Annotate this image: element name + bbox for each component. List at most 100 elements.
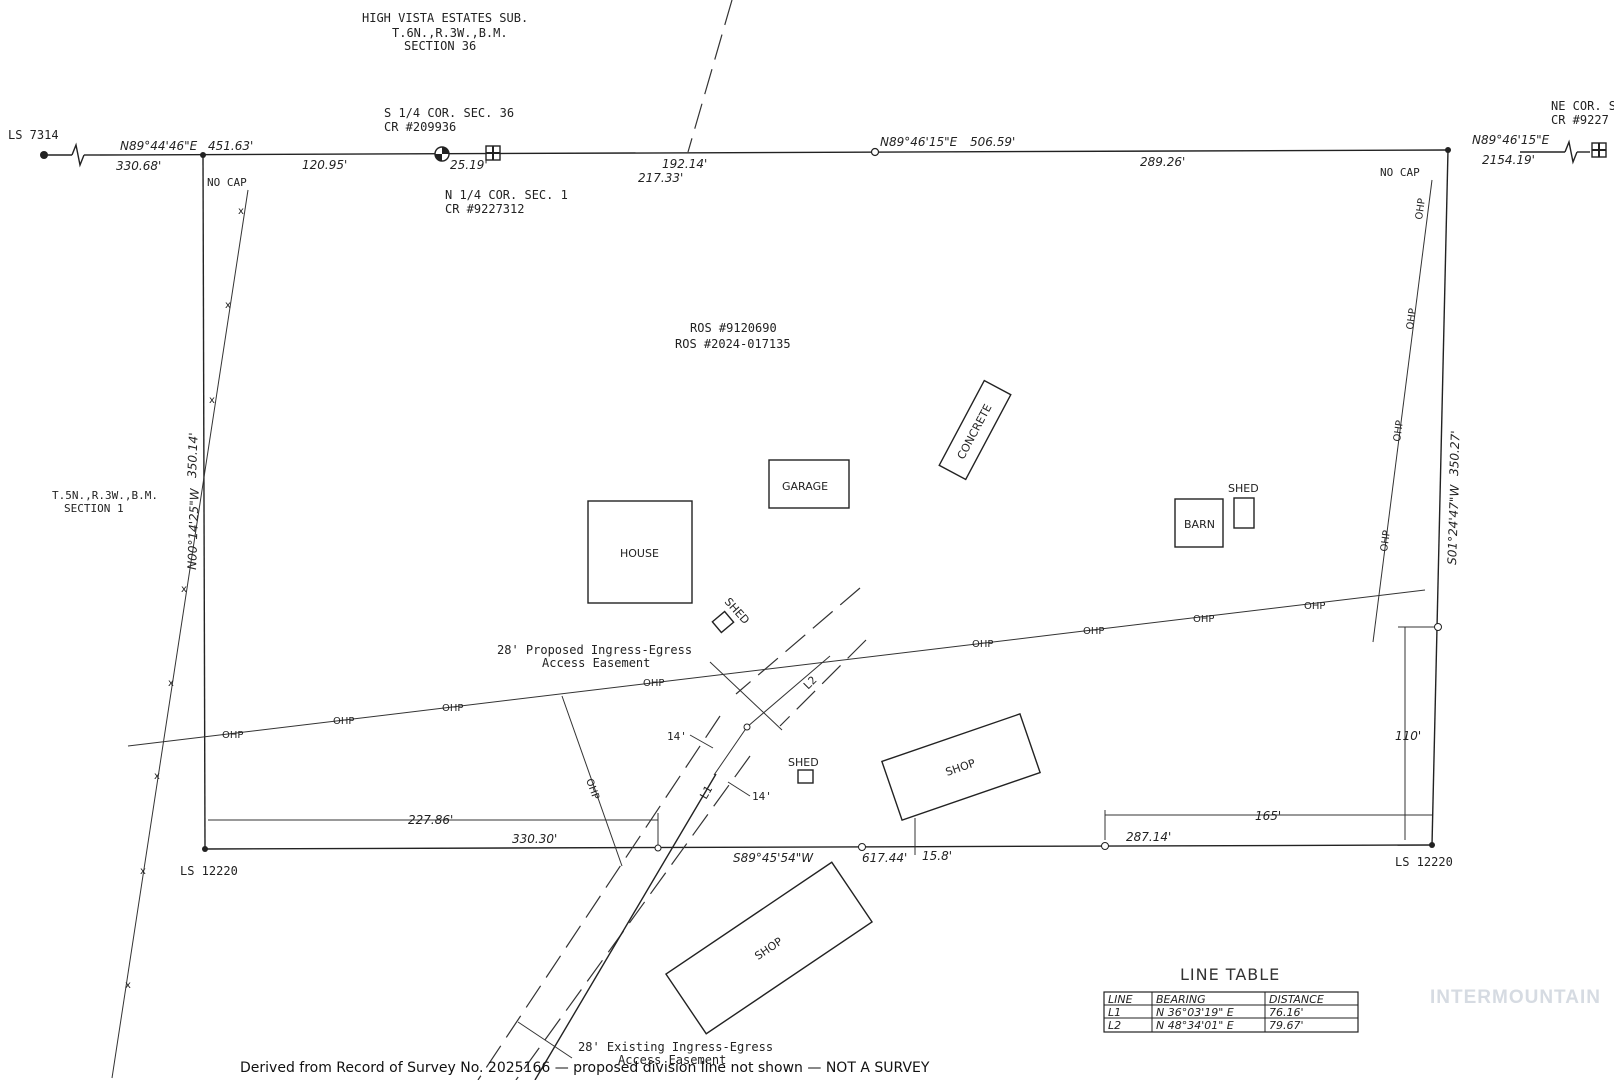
fence-markers: x x x x x x x x bbox=[125, 206, 244, 991]
l1-line bbox=[713, 726, 748, 776]
proposed-easement-label-1: 28' Proposed Ingress-Egress bbox=[497, 643, 692, 657]
no-cap-left: NO CAP bbox=[207, 176, 247, 189]
dim-top-bearing-mid: N89°46'15"E bbox=[880, 135, 958, 149]
dim-110-label: 110' bbox=[1395, 729, 1421, 743]
dim-top-seg3b: 217.33' bbox=[638, 171, 683, 185]
shop-bottom: SHOP bbox=[664, 861, 874, 1035]
break-symbol-left bbox=[71, 142, 85, 168]
lt-row1-line: L1 bbox=[1108, 1006, 1121, 1019]
dim-330-label: 330.30' bbox=[512, 832, 557, 846]
left-section-number: SECTION 1 bbox=[64, 502, 124, 515]
n-quarter-corner-cr: CR #9227312 bbox=[445, 202, 524, 216]
subdivision-section: SECTION 36 bbox=[404, 39, 476, 53]
dim-top-len-mid: 506.59' bbox=[970, 135, 1015, 149]
dim-617-label: 617.44' bbox=[862, 851, 907, 865]
svg-text:x: x bbox=[154, 771, 160, 782]
dim-right-bearing: S01°24'47"W bbox=[1445, 483, 1462, 565]
dim-top-offsite-right: 2154.19' bbox=[1482, 153, 1535, 167]
subdivision-name: HIGH VISTA ESTATES SUB. bbox=[362, 11, 528, 25]
svg-text:OHP: OHP bbox=[1083, 626, 1104, 637]
barn-footprint bbox=[1174, 498, 1224, 548]
shed-mid bbox=[711, 610, 735, 634]
fence-line bbox=[111, 189, 249, 1079]
dim-top-offsite-left: 330.68' bbox=[116, 159, 161, 173]
existing-easement-label-1: 28' Existing Ingress-Egress bbox=[578, 1040, 773, 1054]
shed-right-label: SHED bbox=[1228, 482, 1259, 495]
easement-centerline bbox=[534, 773, 717, 1080]
width-14-a-leader bbox=[689, 734, 714, 749]
svg-text:OHP: OHP bbox=[442, 703, 463, 714]
dim-287-label: 287.14' bbox=[1126, 830, 1171, 844]
svg-text:OHP: OHP bbox=[1392, 420, 1406, 443]
l2-label: L2 bbox=[801, 674, 820, 693]
shed-right-footprint bbox=[1233, 497, 1255, 529]
bottom-easement-point bbox=[654, 844, 662, 852]
dim-top-len-left: 451.63' bbox=[208, 139, 253, 153]
house-footprint bbox=[587, 500, 693, 604]
garage-label: GARAGE bbox=[782, 480, 828, 493]
svg-text:x: x bbox=[168, 678, 174, 689]
dim-top-seg1: 120.95' bbox=[302, 158, 347, 172]
svg-text:x: x bbox=[125, 980, 131, 991]
existing-easement-edge-a bbox=[477, 715, 721, 1080]
ne-corner-label: NE COR. S bbox=[1551, 99, 1614, 113]
existing-easement-leader bbox=[517, 1021, 573, 1059]
svg-text:OHP: OHP bbox=[643, 678, 664, 689]
right-boundary-point bbox=[1434, 623, 1442, 631]
l1-label: L1 bbox=[697, 784, 715, 802]
svg-text:OHP: OHP bbox=[1405, 308, 1419, 331]
proposed-easement-label-2: Access Easement bbox=[542, 656, 650, 670]
svg-text:OHP: OHP bbox=[222, 730, 243, 741]
ne-corner-cr: CR #9227 bbox=[1551, 113, 1609, 127]
ros-label-1: ROS #9120690 bbox=[690, 321, 777, 335]
ls-12220-left: LS 12220 bbox=[180, 864, 238, 878]
shop-mid: SHOP bbox=[880, 713, 1042, 821]
break-symbol-right bbox=[1564, 139, 1578, 165]
dim-bottom-bearing: S89°45'54"W bbox=[733, 851, 814, 865]
shed-low-footprint bbox=[797, 769, 814, 784]
easement-angle-point bbox=[743, 723, 751, 731]
dim-top-bearing-left: N89°44'46"E bbox=[120, 139, 198, 153]
barn-label: BARN bbox=[1184, 518, 1215, 531]
svg-text:OHP: OHP bbox=[1379, 530, 1393, 553]
dim-227-label: 227.86' bbox=[408, 813, 453, 827]
proposed-easement-edge-b bbox=[779, 639, 867, 727]
svg-text:OHP: OHP bbox=[972, 639, 993, 650]
dim-top-bearing-right: N89°46'15"E bbox=[1472, 133, 1550, 147]
north-section-line bbox=[99, 149, 1449, 156]
bottom-point-862 bbox=[858, 843, 866, 851]
svg-text:x: x bbox=[209, 395, 215, 406]
s-quarter-corner-label: S 1/4 COR. SEC. 36 bbox=[384, 106, 514, 120]
s-quarter-corner-symbol bbox=[434, 146, 450, 162]
s-quarter-corner-cr: CR #209936 bbox=[384, 120, 456, 134]
lt-row1-bearing: N 36°03'19" E bbox=[1156, 1006, 1234, 1019]
svg-text:OHP: OHP bbox=[1414, 198, 1428, 221]
concrete-pad: CONCRETE bbox=[938, 379, 1012, 481]
lt-row2-distance: 79.67' bbox=[1269, 1019, 1304, 1032]
top-angle-point bbox=[870, 147, 880, 157]
svg-text:OHP: OHP bbox=[1304, 601, 1325, 612]
lt-header-bearing: BEARING bbox=[1156, 993, 1206, 1006]
proposed-easement-leader bbox=[709, 661, 783, 731]
n-quarter-corner-symbol bbox=[485, 145, 501, 161]
svg-text:x: x bbox=[238, 206, 244, 217]
svg-text:OHP: OHP bbox=[333, 716, 354, 727]
dim-top-seg2: 25.19' bbox=[450, 158, 488, 172]
width-14-a: 14' bbox=[667, 730, 687, 743]
ohp-labels: OHP OHP OHP OHP OHP OHP OHP OHP OHP OHP … bbox=[222, 198, 1428, 801]
existing-easement-edge-b bbox=[515, 755, 751, 1080]
ls-12220-right: LS 12220 bbox=[1395, 855, 1453, 869]
svg-text:OHP: OHP bbox=[1193, 614, 1214, 625]
svg-text:x: x bbox=[225, 300, 231, 311]
ohp-line-east bbox=[1372, 179, 1433, 643]
line-table-title: LINE TABLE bbox=[1180, 965, 1280, 984]
shed-low-label: SHED bbox=[788, 756, 819, 769]
house-label: HOUSE bbox=[620, 547, 659, 560]
ohp-line-south bbox=[561, 695, 623, 867]
subdivision-township: T.6N.,R.3W.,B.M. bbox=[392, 26, 508, 40]
west-boundary bbox=[202, 154, 206, 850]
n-quarter-corner-label: N 1/4 COR. SEC. 1 bbox=[445, 188, 568, 202]
south-boundary bbox=[204, 844, 1433, 850]
ohp-line-main bbox=[127, 589, 1426, 747]
